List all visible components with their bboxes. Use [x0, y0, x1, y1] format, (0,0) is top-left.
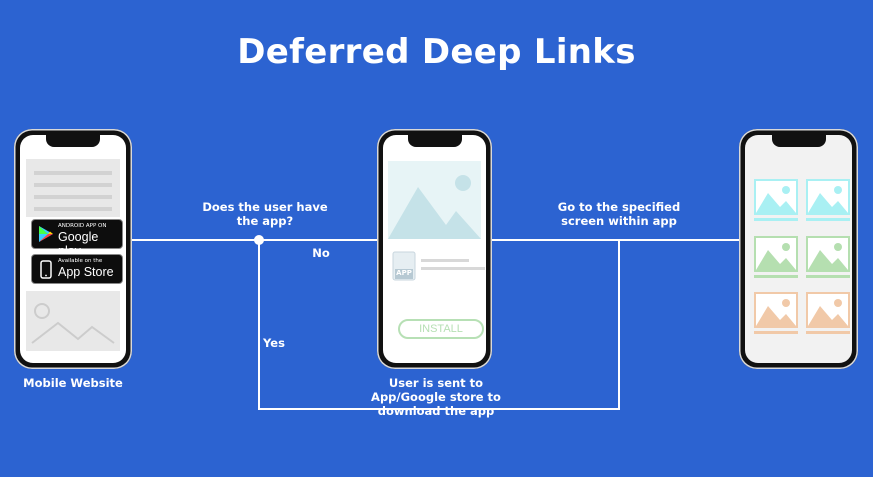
text-line: [34, 207, 112, 211]
phone-screen: [745, 135, 852, 363]
text-line: [421, 267, 485, 270]
apple-badge-big-text: App Store: [58, 265, 114, 279]
label-mobile-website: Mobile Website: [23, 376, 123, 390]
label-yes: Yes: [263, 336, 285, 350]
tile-caption: [754, 331, 798, 334]
tile-caption: [806, 275, 850, 278]
app-icon-label: APP: [396, 269, 412, 277]
tile-caption: [754, 275, 798, 278]
tile-image-icon: [808, 186, 848, 213]
phone-app-store: APP INSTALL: [377, 129, 492, 369]
app-file-icon: [392, 251, 416, 281]
app-icon: APP: [392, 251, 416, 281]
tile-image-icon: [756, 299, 796, 326]
label-no: No: [312, 246, 330, 260]
google-play-icon: [39, 226, 53, 242]
tile-caption: [806, 331, 850, 334]
label-goto-screen: Go to the specified screen within app: [557, 200, 681, 228]
app-tile: [754, 179, 798, 215]
app-tile: [754, 292, 798, 328]
apple-badge-small-text: Available on the: [58, 258, 103, 264]
google-badge-small-text: ANDROID APP ON: [58, 223, 107, 229]
app-tile: [806, 236, 850, 272]
label-question: Does the user have the app?: [202, 200, 328, 228]
install-button[interactable]: INSTALL: [398, 319, 484, 339]
label-store-download: User is sent to App/Google store to down…: [371, 376, 501, 418]
phone-mobile-website: ANDROID APP ON Google play Available on …: [14, 129, 132, 369]
tile-caption: [806, 218, 850, 221]
text-line: [34, 171, 112, 175]
tile-image-icon: [756, 186, 796, 213]
phone-screen: APP INSTALL: [383, 135, 486, 363]
app-tile: [806, 179, 850, 215]
tile-caption: [754, 218, 798, 221]
web-content-block: [26, 159, 120, 217]
phone-notch: [407, 135, 462, 147]
tile-image-icon: [756, 243, 796, 270]
mountain-image-icon: [388, 175, 481, 239]
phone-app-screen: [739, 129, 858, 369]
diagram-title: Deferred Deep Links: [237, 32, 636, 72]
tile-image-icon: [808, 299, 848, 326]
connector-yes-loop: [258, 240, 620, 410]
image-placeholder-icon: [31, 303, 115, 344]
image-placeholder: [26, 291, 120, 351]
text-line: [421, 259, 469, 262]
app-tile: [806, 292, 850, 328]
google-play-badge: ANDROID APP ON Google play: [31, 219, 123, 258]
tile-image-icon: [808, 243, 848, 270]
app-tile: [754, 236, 798, 272]
phone-notch: [771, 135, 826, 147]
phone-notch: [46, 135, 100, 147]
image-placeholder: [388, 161, 481, 239]
text-line: [34, 183, 112, 187]
text-line: [34, 195, 112, 199]
phone-outline-icon: [40, 260, 52, 279]
app-store-badge: Available on the App Store: [31, 254, 123, 284]
decision-node: [254, 235, 264, 245]
phone-screen: ANDROID APP ON Google play Available on …: [20, 135, 126, 363]
